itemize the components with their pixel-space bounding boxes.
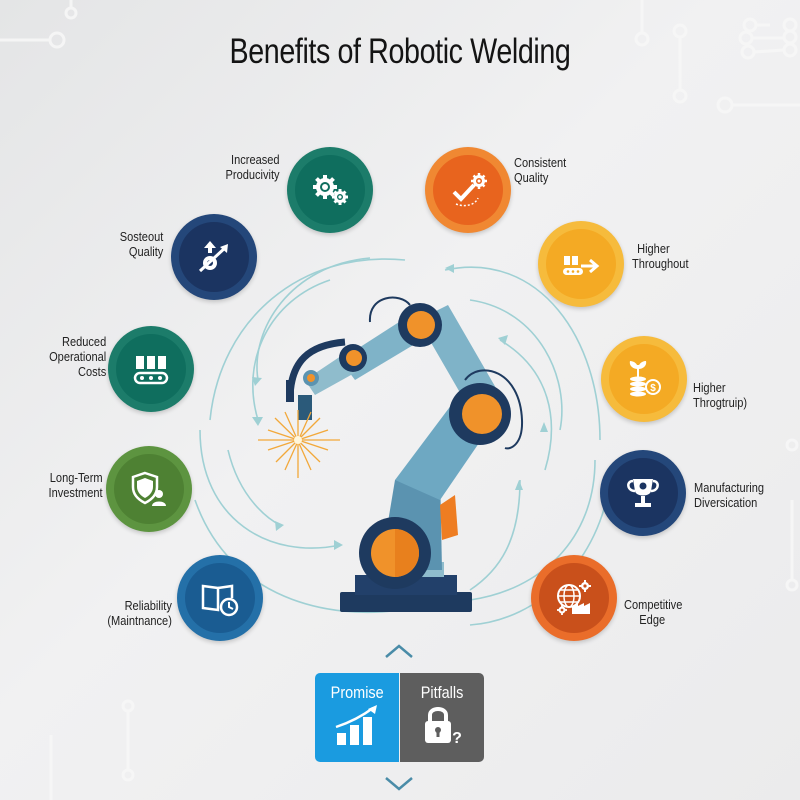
- label-line: Investment: [48, 485, 103, 500]
- label-line: Competitive: [624, 597, 683, 612]
- globe-factory-icon: [557, 580, 591, 615]
- benefit-reduced-operational-costs[interactable]: [108, 326, 194, 412]
- label-line: Diversication: [694, 495, 758, 510]
- label-reliability-maintenance: Reliability (Maintnance): [108, 598, 172, 628]
- label-line: Consistent: [514, 155, 567, 170]
- label-line: Long-Term: [50, 470, 103, 485]
- gears-icon: [313, 175, 348, 205]
- label-line: Producivity: [225, 167, 280, 182]
- label-long-term-investment: Long-Term Investment: [49, 470, 103, 500]
- benefit-higher-throgtruip[interactable]: $: [601, 336, 687, 422]
- benefit-competitive-edge[interactable]: [531, 555, 617, 641]
- label-line: Quality: [128, 244, 163, 259]
- coins-plant-icon: $: [629, 361, 661, 397]
- promise-card[interactable]: Promise: [315, 673, 399, 762]
- bar-chart-up-icon: [335, 705, 377, 745]
- svg-text:$: $: [650, 383, 656, 394]
- label-line: Higher: [693, 380, 726, 395]
- benefit-sostaout-quality[interactable]: [171, 214, 257, 300]
- label-manufacturing-diversification: Manufacturing Diversication: [694, 480, 764, 510]
- chevron-down-icon[interactable]: [383, 776, 415, 792]
- growth-arrow-gear-icon: [198, 241, 228, 273]
- page-title: Benefits of Robotic Welding: [229, 32, 571, 71]
- label-line: Reliability: [124, 598, 172, 613]
- label-line: Costs: [77, 364, 106, 379]
- shield-person-icon: [131, 471, 166, 506]
- label-line: Sosteout: [119, 229, 163, 244]
- promise-label: Promise: [330, 683, 384, 702]
- conveyor-arrow-icon: [563, 256, 600, 275]
- lock-question-icon: ?: [425, 707, 462, 747]
- trophy-icon: [627, 479, 659, 507]
- label-increased-productivity: Increased Producivity: [226, 152, 280, 182]
- label-competitive-edge: Competitive Edge: [624, 597, 682, 627]
- label-sostaout-quality: Sosteout Quality: [119, 229, 163, 259]
- benefit-higher-throughout[interactable]: [538, 221, 624, 307]
- label-line: Increased: [231, 152, 280, 167]
- benefit-manufacturing-diversification[interactable]: [600, 450, 686, 536]
- benefit-long-term-investment[interactable]: [106, 446, 192, 532]
- robot-arm-illustration: [258, 296, 524, 612]
- label-line: Throgtruip): [693, 395, 748, 410]
- label-line: Reduced: [61, 334, 106, 349]
- benefit-increased-productivity[interactable]: [287, 147, 373, 233]
- book-clock-icon: [201, 584, 239, 617]
- chevron-up-icon[interactable]: [383, 643, 415, 659]
- svg-text:?: ?: [452, 730, 462, 747]
- benefit-consistent-quality[interactable]: [425, 147, 511, 233]
- label-line: Higher: [637, 241, 670, 256]
- label-higher-throughout: Higher Throughout: [632, 241, 689, 271]
- label-higher-throgtruip: Higher Throgtruip): [693, 380, 747, 410]
- label-line: Throughout: [632, 256, 689, 271]
- label-line: Manufacturing: [694, 480, 765, 495]
- label-line: Edge: [639, 612, 666, 627]
- pitfalls-label: Pitfalls: [420, 683, 464, 702]
- label-line: Quality: [514, 170, 549, 185]
- pitfalls-card[interactable]: Pitfalls ?: [400, 673, 484, 762]
- label-consistent-quality: Consistent Quality: [514, 155, 566, 185]
- label-line: (Maintnance): [107, 613, 172, 628]
- check-gear-icon: [452, 173, 487, 207]
- label-reduced-operational-costs: Reduced Operational Costs: [49, 334, 106, 379]
- benefit-reliability-maintenance[interactable]: [177, 555, 263, 641]
- conveyor-icon: [133, 356, 169, 385]
- label-line: Operational: [48, 349, 106, 364]
